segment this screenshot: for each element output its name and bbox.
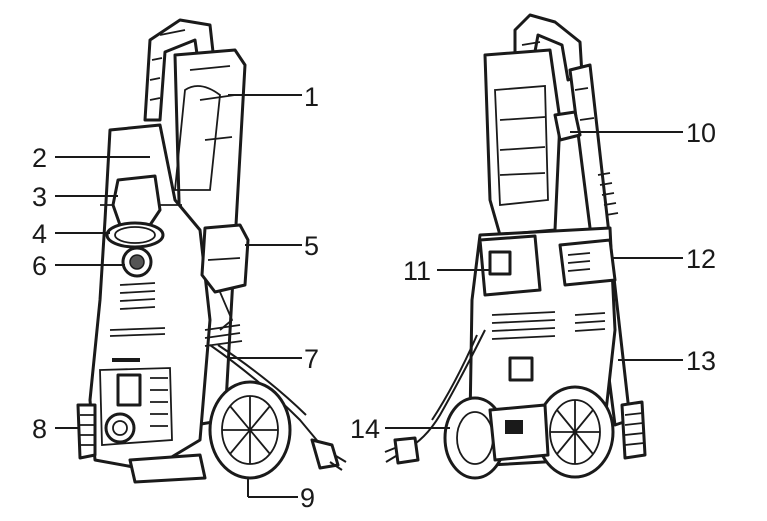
callout-10: 10 [686, 118, 717, 148]
callout-14: 14 [350, 414, 381, 444]
callout-4: 4 [32, 219, 48, 249]
callout-13: 13 [686, 346, 717, 376]
callout-7: 7 [304, 344, 320, 374]
back-view-washer [384, 13, 647, 480]
callout-2: 2 [32, 143, 48, 173]
callout-9: 9 [300, 483, 316, 513]
callout-3: 3 [32, 182, 48, 212]
callout-8: 8 [32, 414, 48, 444]
callout-12: 12 [686, 244, 717, 274]
callout-6: 6 [32, 251, 48, 281]
callout-5: 5 [304, 231, 320, 261]
callout-1: 1 [304, 82, 320, 112]
leader-lines [55, 94, 683, 498]
front-view-washer [76, 18, 347, 484]
callout-11: 11 [403, 256, 432, 286]
